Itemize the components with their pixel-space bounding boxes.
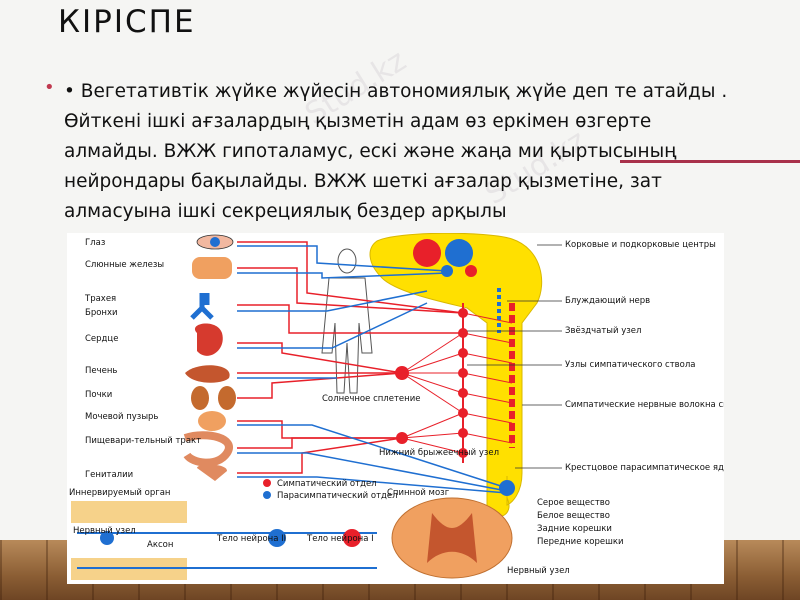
cross-section-label: Передние корешки xyxy=(537,537,624,547)
slide-title: КІРІСПЕ xyxy=(58,4,196,40)
legend-swatch-parasympathetic xyxy=(263,491,271,499)
right-label: Симпатические нервные волокна спинно-моз… xyxy=(565,400,724,410)
neuron-panel: Иннервируемый орган Нервный узел Аксон Т… xyxy=(69,488,377,580)
organ-labels: Глаз Слюнные железы Трахея Бронхи Сердце… xyxy=(84,238,201,480)
legend-label: Парасимпатический отдел xyxy=(277,491,398,501)
cross-section-label: Нервный узел xyxy=(507,566,570,576)
organ-label: Печень xyxy=(85,366,117,376)
organ-label: Пищевари-тельный тракт xyxy=(85,436,201,446)
cross-section-label: Белое вещество xyxy=(537,511,610,521)
neuron-label: Нервный узел xyxy=(73,526,136,536)
right-label: Узлы симпатического ствола xyxy=(565,360,696,370)
organ-label: Мочевой пузырь xyxy=(85,412,158,422)
center-label: Солнечное сплетение xyxy=(322,394,420,404)
neuron-label: Иннервируемый орган xyxy=(69,488,170,498)
organ-label: Гениталии xyxy=(85,470,133,480)
right-label: Блуждающий нерв xyxy=(565,296,650,306)
organ-label: Трахея xyxy=(84,294,116,304)
brain-node xyxy=(465,265,477,277)
bullet-text: • Вегетативтік жүйке жүйесін автономиялы… xyxy=(64,81,728,222)
organ-label: Сердце xyxy=(85,334,118,344)
center-label: Нижний брыжеечный узел xyxy=(379,448,499,458)
neuron-label: Аксон xyxy=(147,540,173,550)
diagram-svg: Глаз Слюнные железы Трахея Бронхи Сердце… xyxy=(69,233,724,580)
legend: Симпатический отдел Парасимпатический от… xyxy=(263,479,398,501)
neuron-label: Тело нейрона I xyxy=(306,534,374,544)
organ-label: Слюнные железы xyxy=(85,260,164,270)
organ-icons xyxy=(183,234,236,481)
sympathetic-fibers xyxy=(401,312,513,454)
bullet-marker: • xyxy=(44,77,55,98)
right-label: Корковые и подкорковые центры xyxy=(565,240,716,250)
organ-label: Глаз xyxy=(85,238,106,248)
body-silhouette xyxy=(321,248,373,394)
parasympathetic-nerves xyxy=(237,245,508,494)
spinal-cross-section: Спинной мозг Серое вещество Белое вещест… xyxy=(387,488,624,579)
right-label: Звёздчатый узел xyxy=(565,326,641,336)
neuron-label: Тело нейрона II xyxy=(216,534,286,544)
cross-section-label: Спинной мозг xyxy=(387,488,450,498)
sympathetic-chain xyxy=(458,303,468,463)
accent-line xyxy=(620,160,800,163)
organ-label: Бронхи xyxy=(85,308,118,318)
cortical-center-sympathetic xyxy=(413,239,441,267)
sympathetic-nerves xyxy=(237,241,464,474)
cross-section-label: Задние корешки xyxy=(537,524,612,534)
right-label: Крестцовое парасимпатическое ядро спинно… xyxy=(565,463,724,473)
cross-section-label: Серое вещество xyxy=(537,498,610,508)
right-labels: Корковые и подкорковые центры Блуждающий… xyxy=(467,240,724,473)
cortical-center-parasympathetic xyxy=(445,239,473,267)
nervous-system-diagram: Глаз Слюнные железы Трахея Бронхи Сердце… xyxy=(67,233,724,584)
organ-label: Почки xyxy=(85,390,112,400)
legend-label: Симпатический отдел xyxy=(277,479,377,489)
legend-swatch-sympathetic xyxy=(263,479,271,487)
